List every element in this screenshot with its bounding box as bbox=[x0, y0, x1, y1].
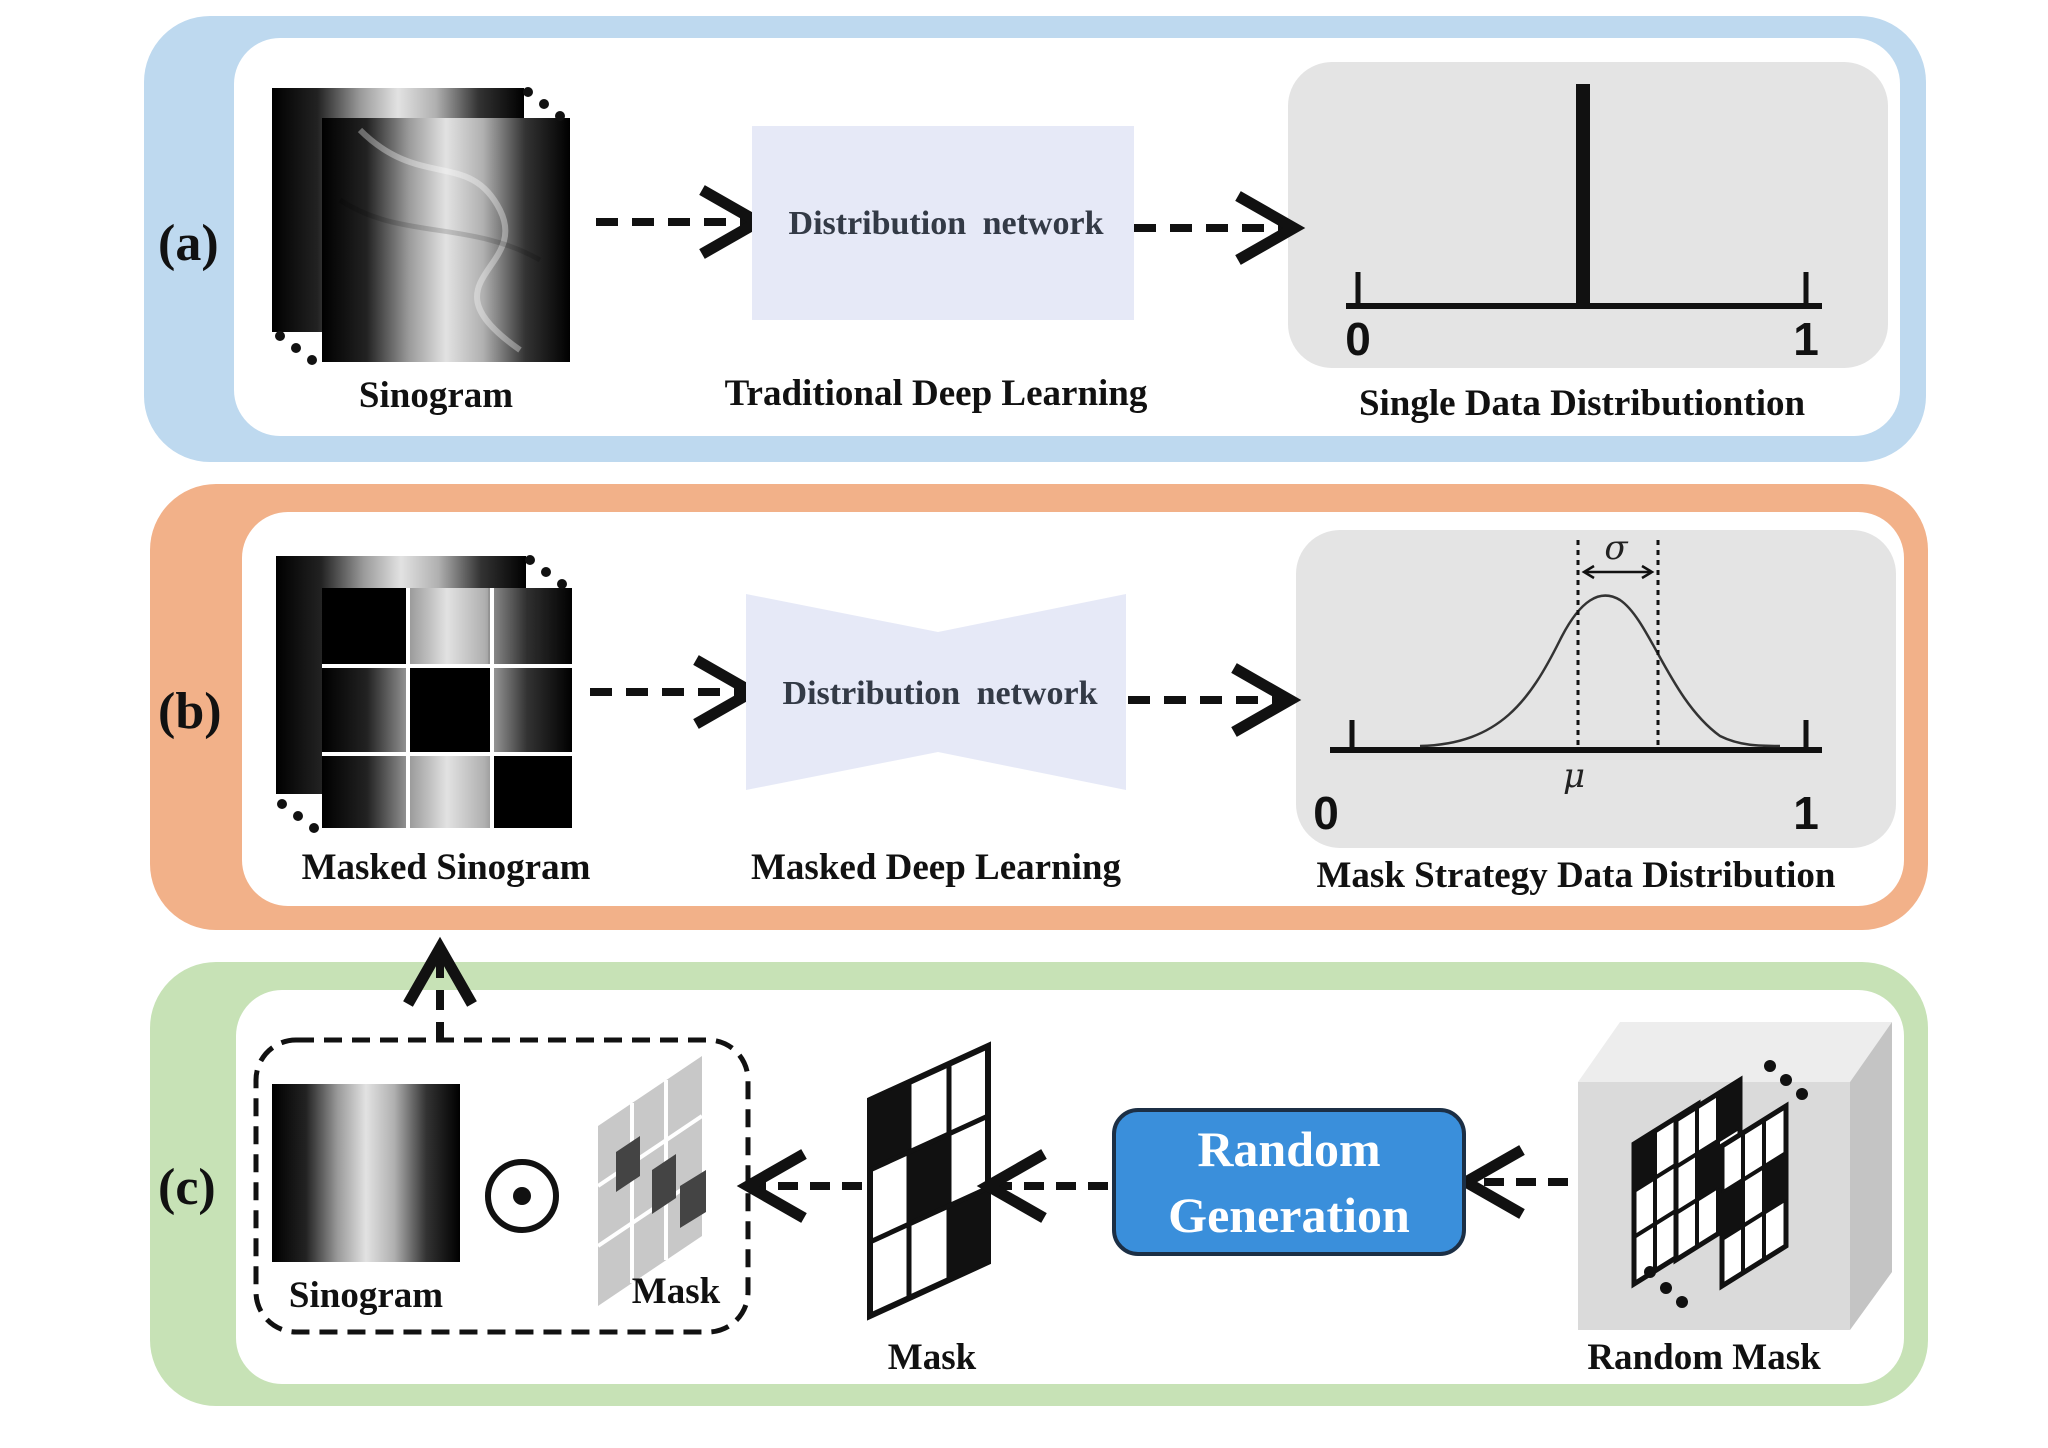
caption-traditional-dl: Traditional Deep Learning bbox=[724, 373, 1148, 414]
network-shape-b bbox=[746, 594, 1126, 790]
caption-mask: Mask bbox=[887, 1337, 977, 1378]
caption-masked-dl: Masked Deep Learning bbox=[751, 847, 1121, 888]
axis-min-a: 0 bbox=[1345, 313, 1371, 365]
gaussian-curve bbox=[1419, 594, 1781, 748]
caption-sinogram-c: Sinogram bbox=[288, 1275, 444, 1316]
mu-symbol: μ bbox=[1562, 756, 1586, 796]
caption-mask-small: Mask bbox=[631, 1271, 721, 1312]
sinogram-stack-a bbox=[272, 87, 570, 365]
axis-max-a: 1 bbox=[1793, 313, 1819, 365]
network-label-a: Distribution network bbox=[788, 205, 1104, 242]
single-spike bbox=[1576, 84, 1590, 306]
random-mask-cube-icon bbox=[1578, 1022, 1892, 1330]
random-generation-block: Random Generation bbox=[1112, 1108, 1466, 1256]
panel-label-b: (b) bbox=[158, 683, 222, 740]
network-label-b: Distribution network bbox=[782, 675, 1098, 712]
masked-sinogram-stack bbox=[276, 555, 572, 833]
sinogram-c bbox=[272, 1084, 460, 1262]
caption-mask-distribution: Mask Strategy Data Distribution bbox=[1316, 855, 1836, 896]
generator-line-2: Generation bbox=[1168, 1187, 1410, 1243]
caption-sinogram-a: Sinogram bbox=[358, 375, 514, 416]
distribution-box-b bbox=[1296, 530, 1896, 848]
caption-single-distribution: Single Data Distributiontion bbox=[1358, 383, 1806, 424]
panel-label-c: (c) bbox=[158, 1159, 216, 1216]
panel-label-a: (a) bbox=[158, 215, 219, 272]
elementwise-product-box bbox=[253, 1037, 751, 1335]
caption-random-mask: Random Mask bbox=[1587, 1337, 1821, 1378]
caption-masked-sinogram: Masked Sinogram bbox=[301, 847, 591, 888]
mask-small-icon bbox=[596, 1056, 706, 1306]
sigma-symbol: σ bbox=[1604, 528, 1628, 568]
axis-min-b: 0 bbox=[1313, 787, 1339, 839]
mask-grid-icon bbox=[867, 1041, 991, 1321]
generator-line-1: Random bbox=[1197, 1121, 1381, 1177]
axis-max-b: 1 bbox=[1793, 787, 1819, 839]
hadamard-operator-icon bbox=[485, 1159, 559, 1233]
